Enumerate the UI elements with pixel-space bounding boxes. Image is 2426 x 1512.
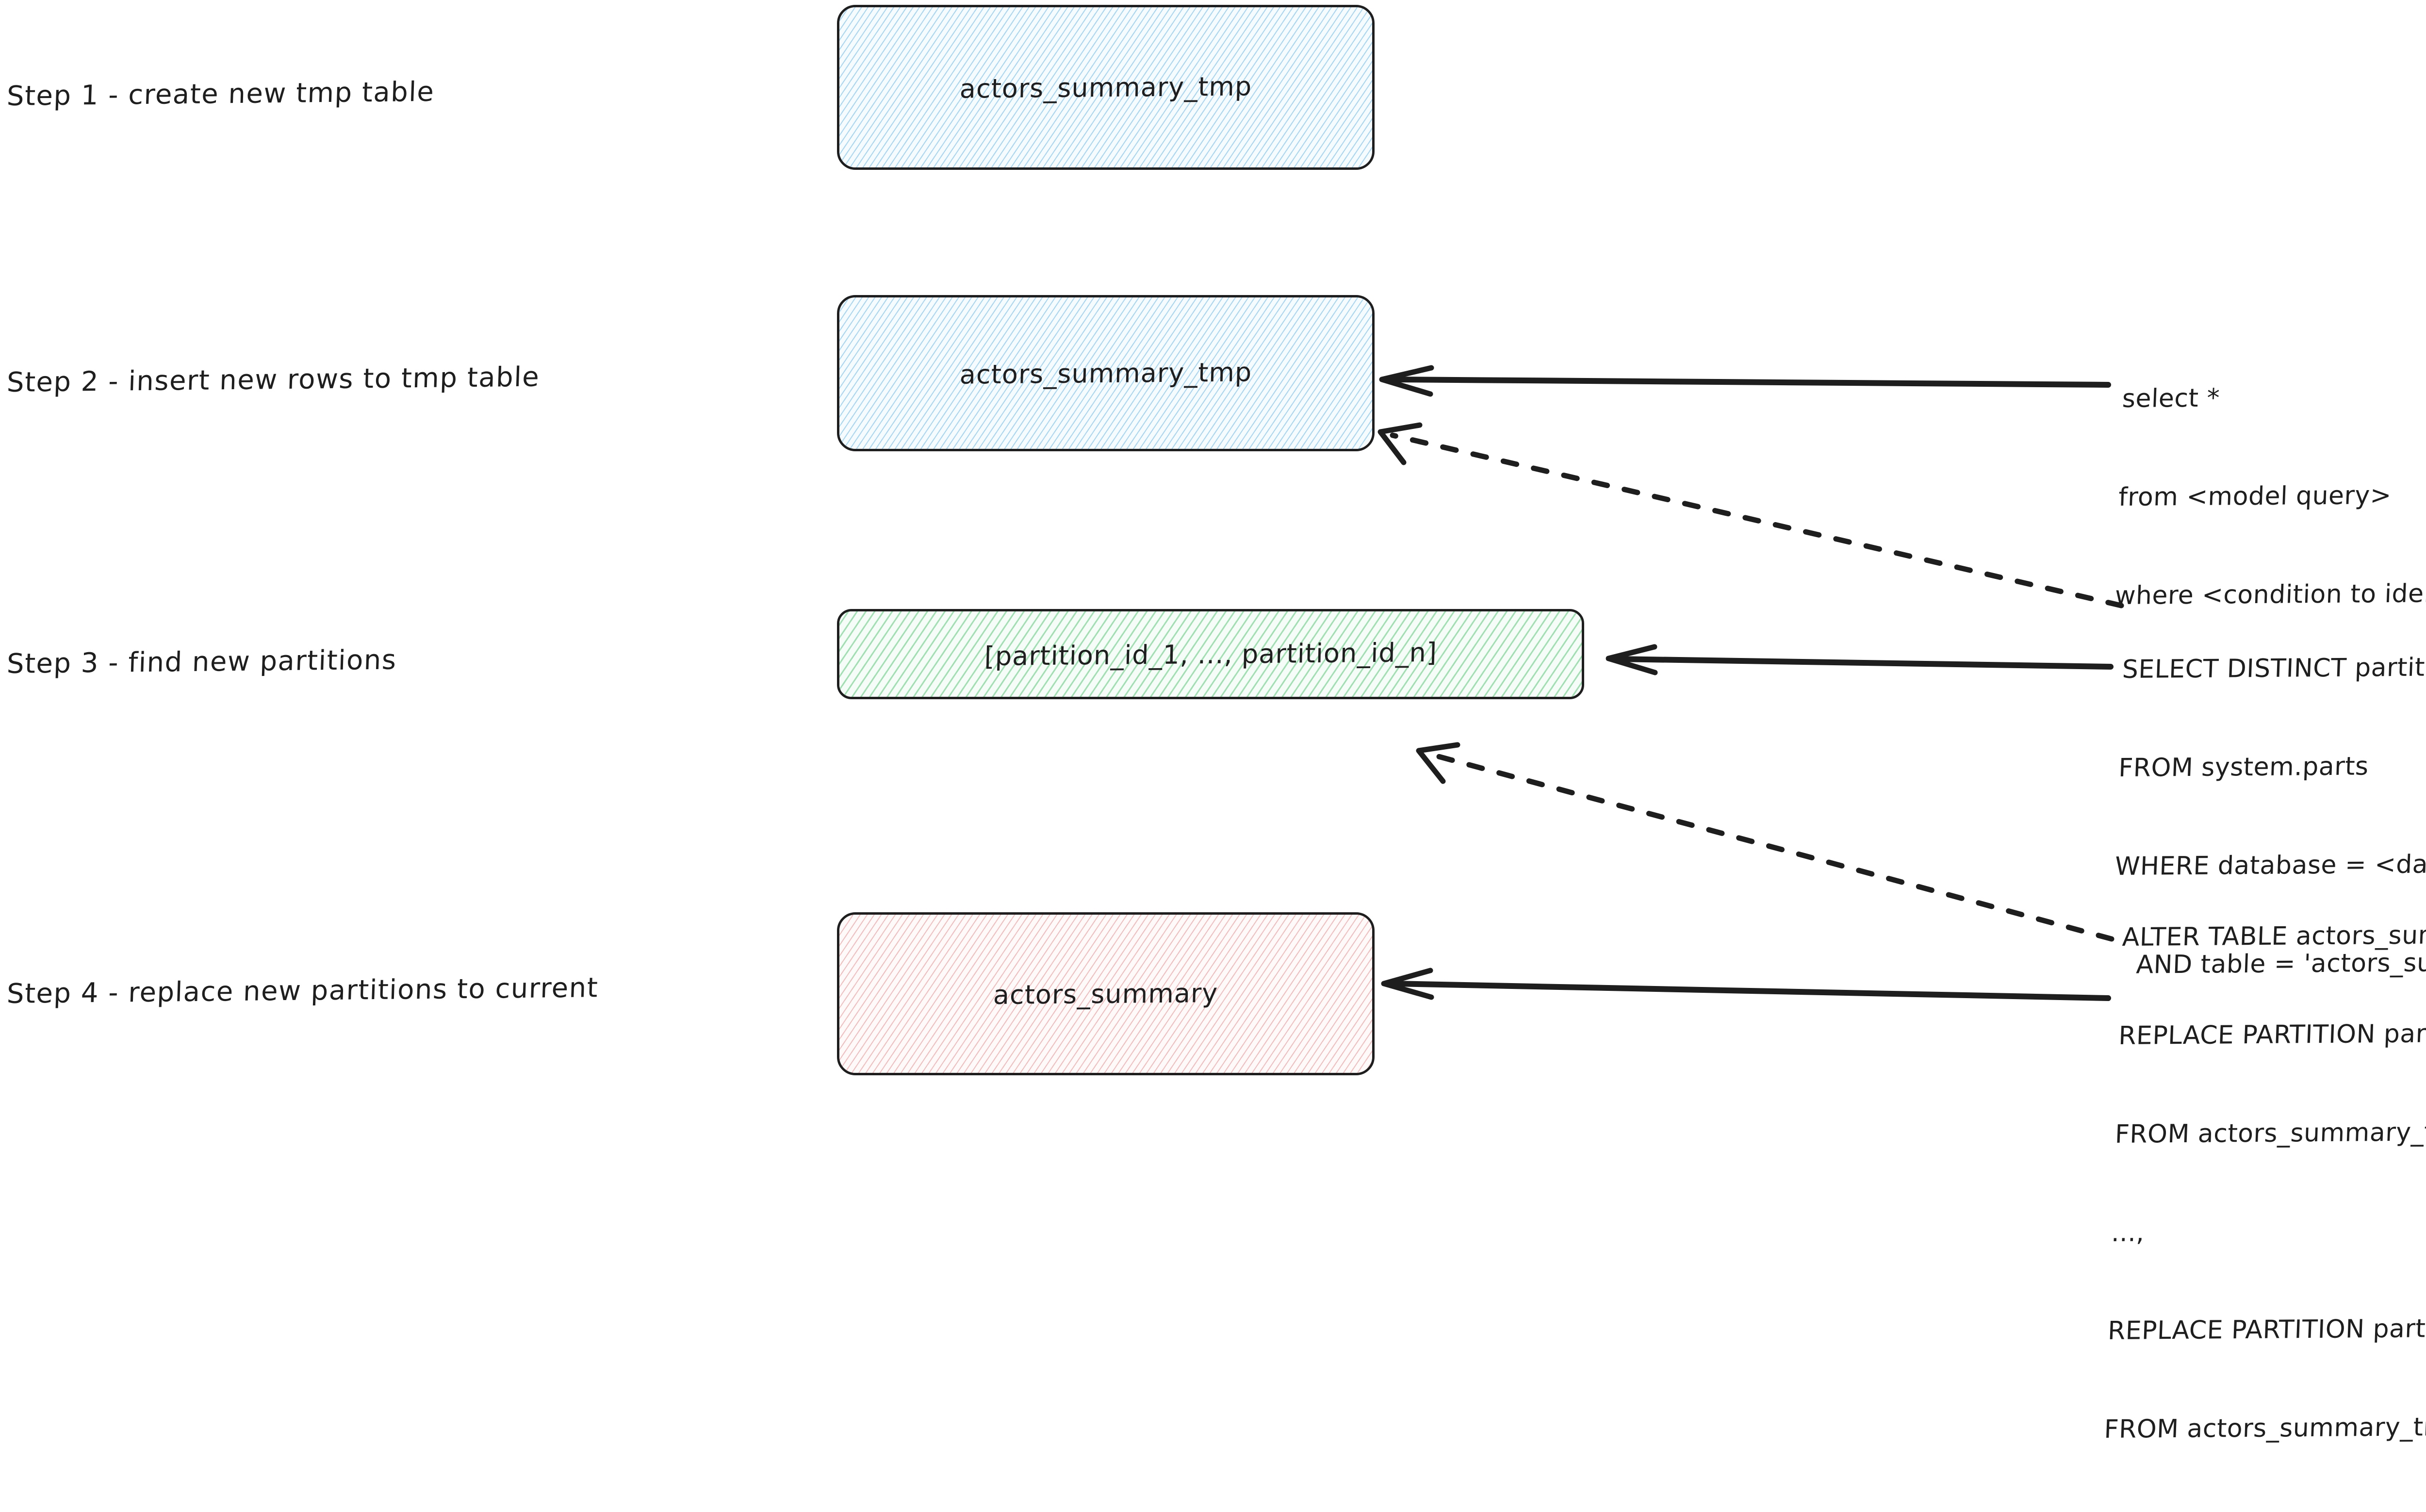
node-label-actors-summary: actors_summary <box>993 977 1219 1010</box>
step-label-2: Step 2 - insert new rows to tmp table <box>6 361 541 398</box>
hatch-fill-green <box>839 611 1582 697</box>
node-label-tmp-table-step1: actors_summary_tmp <box>959 70 1252 104</box>
node-label-partitions-list: [partition_id_1, ..., partition_id_n] <box>984 637 1438 672</box>
annotation-line: FROM actors_summary_tmp, <box>2114 1117 2426 1149</box>
annotation-line: from <model query> <box>2118 481 2392 512</box>
edge-find-query-to-partitions <box>1606 644 2114 675</box>
annotation-line: ..., <box>2111 1218 2145 1248</box>
edge-find-query-to-tmp-table <box>1377 422 2124 608</box>
node-label-tmp-table-step2: actors_summary_tmp <box>959 356 1252 390</box>
annotation-line: FROM actors_summary_tmp, <box>2103 1412 2426 1445</box>
step-label-1: Step 1 - create new tmp table <box>6 76 435 112</box>
edge-insert-query-to-tmp-table <box>1379 365 2111 397</box>
annotation-line: ALTER TABLE actors_summary <box>2121 920 2426 953</box>
hatch-fill-blue-1 <box>839 7 1372 167</box>
hatch-fill-blue-2 <box>839 297 1372 449</box>
node-tmp-table-step2[interactable]: actors_summary_tmp <box>837 295 1375 451</box>
annotation-line: REPLACE PARTITION partition_id_n <box>2107 1313 2426 1346</box>
annotation-line: FROM system.parts <box>2118 752 2369 783</box>
diagram-canvas: Step 1 - create new tmp table Step 2 - i… <box>6 5 2426 1444</box>
annotation-line: REPLACE PARTITION partition_id_1 <box>2118 1018 2426 1051</box>
hatch-fill-pink <box>839 915 1372 1073</box>
annotation-replace-partitions-query: ALTER TABLE actors_summary REPLACE PARTI… <box>2101 853 2426 1512</box>
annotation-line: select * <box>2121 383 2221 414</box>
step-label-4: Step 4 - replace new partitions to curre… <box>6 972 599 1010</box>
annotation-line: SELECT DISTINCT partition_id <box>2121 652 2426 685</box>
edge-replace-query-to-actors-summary <box>1381 968 2111 1001</box>
node-partitions-list[interactable]: [partition_id_1, ..., partition_id_n] <box>837 609 1584 699</box>
step-label-3: Step 3 - find new partitions <box>6 644 397 680</box>
edge-replace-query-to-partitions <box>1416 742 2115 942</box>
node-actors-summary[interactable]: actors_summary <box>837 912 1375 1075</box>
node-tmp-table-step1[interactable]: actors_summary_tmp <box>837 5 1375 170</box>
